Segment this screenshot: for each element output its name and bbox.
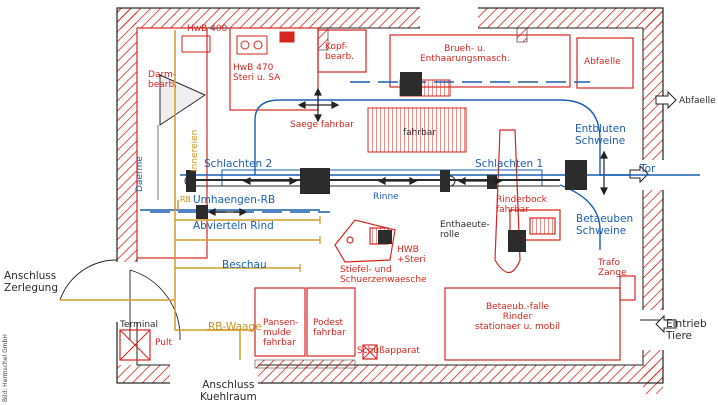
room-outlines (119, 27, 636, 361)
rail-arrows (207, 87, 608, 216)
label-betaeub-falle: Betaeub.-falle Rinder stationaer u. mobi… (475, 302, 560, 332)
label-entbluten: Entbluten Schweine (575, 123, 626, 147)
label-schlachten2: Schlachten 2 (204, 158, 273, 170)
label-rb-waage: RB-Waage (208, 321, 262, 333)
image-credit: Bild: Hermschel GmbH (2, 334, 9, 402)
label-fahrbar: fahrbar (403, 128, 437, 138)
label-darm: Darm- bearb. (148, 70, 178, 90)
label-beschau: Beschau (222, 259, 267, 271)
label-hwb470: HwB 470 Steri u. SA (233, 63, 281, 83)
label-abfaelle-box: Abfaelle (584, 57, 621, 67)
label-abfaelle-exit: Abfaelle (679, 96, 716, 106)
label-brueh: Brueh- u. Enthaarungsmasch. (420, 44, 510, 64)
label-terminal: Terminal (120, 320, 159, 330)
label-anschluss-zerlegung: Anschluss Zerlegung (4, 270, 58, 294)
track-ticks (299, 216, 321, 272)
label-eintrieb: Eintrieb Tiere (666, 318, 707, 342)
darm-device (157, 74, 207, 200)
track-system (60, 30, 320, 360)
label-daerme: Daerme (135, 156, 145, 192)
door-arcs (59, 259, 663, 341)
label-pansen: Pansen- mulde fahrbar (263, 318, 299, 348)
label-rb-small: RB (180, 195, 192, 204)
exit-arrows (629, 90, 677, 334)
label-rinderbock: Rinderbock fahrbar (496, 195, 547, 215)
label-umhaengen: Umhaengen-RB (193, 194, 276, 206)
label-schlachten1: Schlachten 1 (475, 158, 544, 170)
label-innereien: Innereien (190, 129, 200, 172)
label-anschluss-kuehlraum: Anschluss Kuehlraum (200, 379, 257, 403)
label-enthaeute: Enthaeute- rolle (440, 220, 490, 240)
label-betaeuben: Betaeuben Schweine (576, 213, 634, 237)
label-tor: Tor (640, 163, 656, 175)
label-abvierteln: Abvierteln Rind (193, 220, 274, 232)
label-stiefel: Stiefel- und Schuerzenwaesche (340, 265, 427, 285)
label-saege: Saege fahrbar (290, 120, 354, 130)
label-pult: Pult (155, 338, 173, 348)
label-schuss: Schußapparat (357, 346, 420, 356)
label-rinne: Rinne (373, 192, 399, 202)
label-kopf: Kopf- bearb. (325, 42, 355, 62)
room-details (119, 31, 378, 361)
label-podest: Podest fahrbar (313, 318, 347, 338)
label-hwb400: HwB 400 (187, 24, 228, 34)
label-trafo: Trafo Zange (598, 258, 627, 278)
label-hwb-steri: HWB +Steri (397, 245, 426, 265)
